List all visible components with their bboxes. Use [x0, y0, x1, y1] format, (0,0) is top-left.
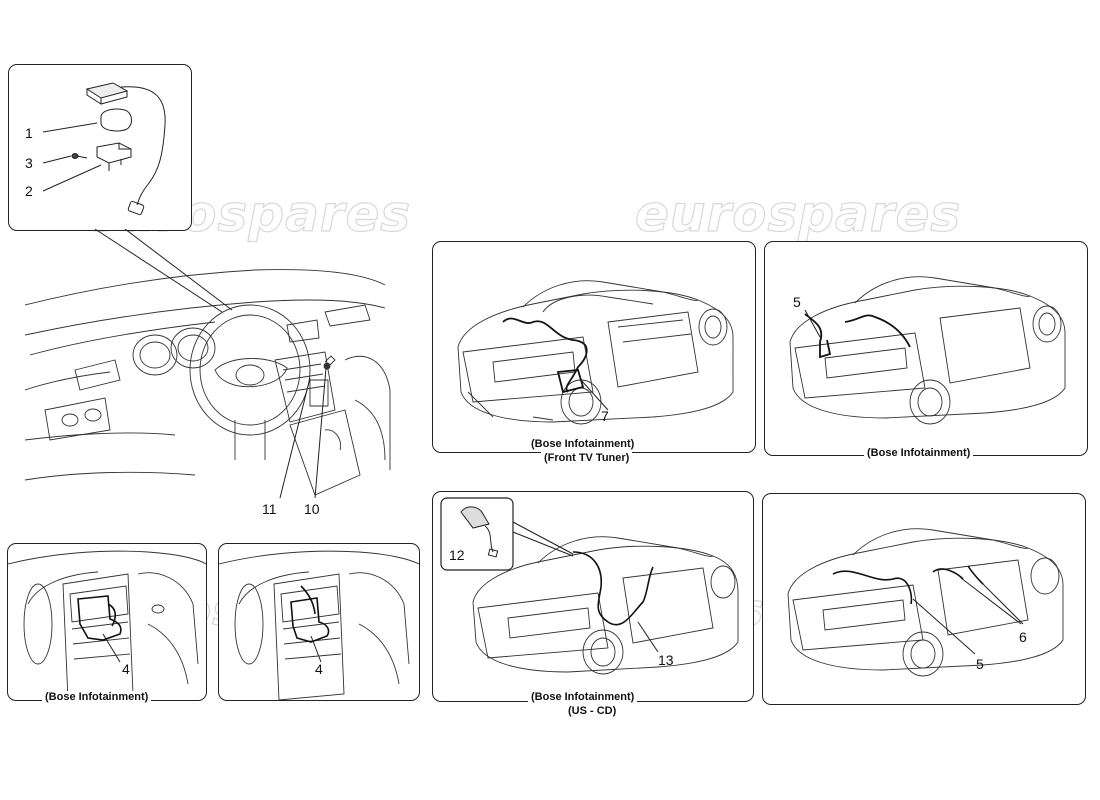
callout-5-top: 5	[793, 294, 801, 310]
console-panel-bose: 4	[7, 543, 207, 701]
car-drawing-rear-harness	[763, 494, 1085, 704]
callout-11: 11	[262, 501, 277, 517]
car-drawing-bose	[765, 242, 1087, 455]
car-panel-rear-harness: 5 6	[762, 493, 1086, 705]
callout-12: 12	[449, 547, 465, 563]
callout-7: 7	[601, 408, 609, 424]
callout-13: 13	[658, 652, 674, 668]
console-drawing-alt	[219, 544, 419, 700]
caption-us-cd-line1: (Bose Infotainment)	[528, 691, 638, 704]
caption-front-tv-line2: (Front TV Tuner)	[541, 452, 633, 465]
antenna-parts-drawing	[9, 65, 191, 230]
car-panel-us-cd: 12 13	[432, 491, 754, 702]
caption-front-tv-line1: (Bose Infotainment)	[528, 438, 638, 451]
car-panel-bose: 5	[764, 241, 1088, 456]
antenna-detail-inset: 1 3 2	[8, 64, 192, 231]
callout-5-bottom: 5	[976, 656, 984, 672]
dashboard-drawing	[25, 260, 395, 505]
caption-bose-right: (Bose Infotainment)	[864, 447, 974, 460]
callout-2: 2	[25, 183, 33, 199]
caption-us-cd-line2: (US - CD)	[565, 705, 620, 718]
console-panel-alt: 4	[218, 543, 420, 701]
car-panel-front-tv-tuner: 7	[432, 241, 756, 453]
car-drawing-us-cd	[433, 492, 753, 701]
watermark-top-right: eurospares	[634, 184, 962, 243]
caption-bose-bottom-left: (Bose Infotainment)	[42, 691, 152, 704]
console-drawing-bose	[8, 544, 206, 700]
car-drawing-front-tv	[433, 242, 755, 452]
callout-1: 1	[25, 125, 33, 141]
callout-4-left: 4	[122, 661, 130, 677]
callout-10: 10	[304, 501, 320, 517]
callout-6: 6	[1019, 629, 1027, 645]
callout-4-right: 4	[315, 661, 323, 677]
callout-3: 3	[25, 155, 33, 171]
